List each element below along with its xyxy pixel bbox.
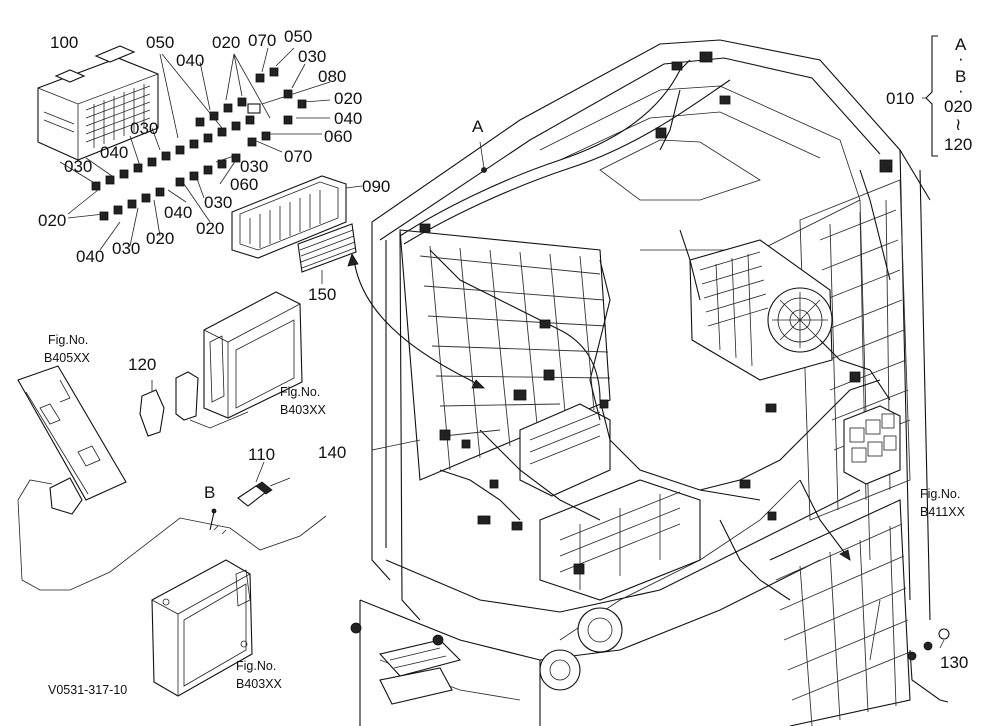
fuse-cover xyxy=(231,175,363,259)
rear-grille xyxy=(399,229,611,481)
controller-b403-upper xyxy=(203,291,303,419)
bracket-120: 120 xyxy=(944,135,972,154)
label-010: 010 xyxy=(886,89,914,108)
machine-frame xyxy=(359,39,931,726)
fig-b403-upper: B403XX xyxy=(280,403,327,417)
fuse-box xyxy=(37,45,159,161)
label-030: 030 xyxy=(240,157,268,176)
figno-label: Fig.No. xyxy=(236,659,276,673)
fig-b405: B405XX xyxy=(44,351,91,365)
hvac-unit xyxy=(689,239,833,381)
label-060: 060 xyxy=(230,175,258,194)
label-030: 030 xyxy=(112,239,140,258)
bracket-tilde: ≀ xyxy=(955,115,961,134)
label-030: 030 xyxy=(130,119,158,138)
label-040: 040 xyxy=(76,247,104,266)
label-040: 040 xyxy=(100,143,128,162)
bracket-dot: · xyxy=(958,81,964,100)
label-040: 040 xyxy=(164,203,192,222)
figno-label: Fig.No. xyxy=(280,385,320,399)
engine-components xyxy=(350,403,701,705)
label-050: 050 xyxy=(146,33,174,52)
label-040: 040 xyxy=(334,109,362,128)
label-030: 030 xyxy=(298,47,326,66)
label-020: 020 xyxy=(146,229,174,248)
controller-b403-lower xyxy=(151,559,253,697)
part-120-connector xyxy=(139,371,249,437)
reference-arrows xyxy=(347,141,945,661)
label-020: 020 xyxy=(334,89,362,108)
label-140: 140 xyxy=(318,443,346,462)
bracket-020: 020 xyxy=(944,97,972,116)
figno-label: Fig.No. xyxy=(48,333,88,347)
label-100: 100 xyxy=(50,33,78,52)
side-grille xyxy=(769,179,911,726)
label-040: 040 xyxy=(176,51,204,70)
label-070: 070 xyxy=(284,147,312,166)
fig-b403-lower: B403XX xyxy=(236,677,283,691)
label-050: 050 xyxy=(284,27,312,46)
relay-block xyxy=(843,405,901,485)
fuse-label-sheet xyxy=(297,223,357,284)
bracket-010 xyxy=(922,35,938,157)
controller-b405 xyxy=(17,365,327,591)
fuse-cluster xyxy=(59,47,331,251)
bracket-dot: · xyxy=(958,49,964,68)
cable-b xyxy=(209,508,227,535)
label-020: 020 xyxy=(212,33,240,52)
wiring-harness xyxy=(399,51,950,703)
label-110: 110 xyxy=(248,445,275,464)
label-090: 090 xyxy=(362,177,390,196)
part-110-sensor xyxy=(237,461,291,507)
bracket-b: B xyxy=(955,67,966,86)
label-a: A xyxy=(472,117,484,136)
figno-label: Fig.No. xyxy=(920,487,960,501)
bracket-a: A xyxy=(955,35,967,54)
label-070: 070 xyxy=(248,31,276,50)
label-080: 080 xyxy=(318,67,346,86)
part-labels: 100 050 020 070 050 040 030 080 020 040 … xyxy=(38,27,972,697)
label-130: 130 xyxy=(940,653,968,672)
fig-b411: B411XX xyxy=(920,505,966,519)
label-b: B xyxy=(204,483,215,502)
label-150: 150 xyxy=(308,285,336,304)
label-060: 060 xyxy=(324,127,352,146)
drawing-number: V0531-317-10 xyxy=(48,683,127,697)
label-030: 030 xyxy=(204,193,232,212)
label-120: 120 xyxy=(128,355,156,374)
label-030: 030 xyxy=(64,157,92,176)
label-020: 020 xyxy=(38,211,66,230)
label-020: 020 xyxy=(196,219,224,238)
